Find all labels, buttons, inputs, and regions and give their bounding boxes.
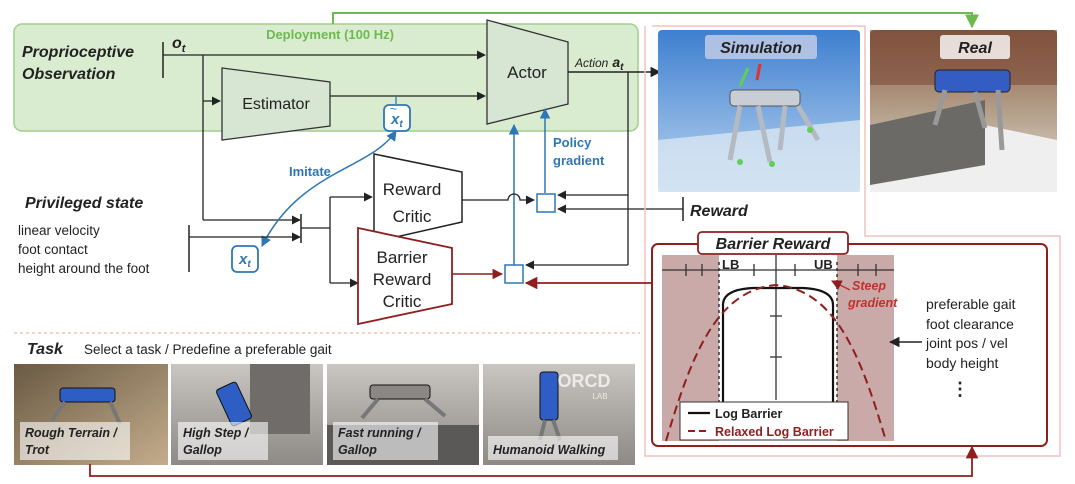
- task-to-barrier-arrow: [89, 445, 979, 477]
- barrier-critic-block: [357, 226, 453, 326]
- estimated-state-box: [383, 104, 411, 132]
- deployment-label: Deployment (100 Hz): [266, 27, 394, 42]
- policy-gradient-line2: gradient: [553, 153, 605, 168]
- deployment-to-real-arrow: [332, 12, 979, 29]
- task-title: Task: [27, 341, 64, 358]
- actor-block: [486, 19, 569, 125]
- reward-critic-line1: Reward: [383, 180, 442, 199]
- task-tile-rough-terrain[interactable]: [14, 364, 168, 465]
- observation-title-line2: Observation: [22, 66, 116, 83]
- tilde-mark: ~: [390, 102, 397, 116]
- true-state-symbol: xt: [238, 251, 251, 270]
- real-label: Real: [958, 40, 992, 57]
- imitate-arrow: [261, 130, 397, 247]
- real-label-bg: [940, 35, 1010, 59]
- task-tile-fast-running[interactable]: [327, 364, 479, 465]
- task-tile-humanoid-walking[interactable]: [483, 364, 635, 465]
- simulation-label-bg: [705, 35, 817, 59]
- policy-gradient-line1: Policy: [553, 135, 592, 150]
- task-tile-2-line1: Fast running /: [338, 426, 422, 440]
- task-tile-high-step[interactable]: [171, 364, 323, 465]
- estimated-state-symbol: xt: [390, 111, 403, 130]
- barrier-critic-line3: Critic: [383, 292, 422, 311]
- steep-gradient-line1: Steep: [852, 279, 886, 293]
- barrier-item-2: joint pos / vel: [925, 335, 1008, 351]
- legend-relaxed-label: Relaxed Log Barrier: [715, 425, 834, 439]
- reward-critic-out: [462, 193, 535, 205]
- barrier-item-0: preferable gait: [926, 296, 1016, 312]
- task-tile-1-line2: Gallop: [183, 443, 222, 457]
- observation-title-line1: Proprioceptive: [22, 44, 134, 61]
- lab-logo: ORCD: [558, 371, 611, 391]
- barrier-item-3: body height: [926, 355, 999, 371]
- task-tile-2-line2: Gallop: [338, 443, 377, 457]
- reward-sum-node: [536, 193, 556, 213]
- observation-symbol: ot: [172, 35, 187, 55]
- lab-logo-sub: LAB: [592, 392, 607, 401]
- barrier-critic-line1: Barrier: [376, 248, 427, 267]
- sim-real-frame: [644, 25, 1061, 457]
- real-image: [870, 30, 1057, 192]
- privileged-item-2: height around the foot: [18, 261, 150, 276]
- privileged-item-0: linear velocity: [18, 223, 100, 238]
- task-tile-3-line1: Humanoid Walking: [493, 443, 606, 457]
- task-subtitle: Select a task / Predefine a preferable g…: [84, 342, 332, 357]
- privileged-title: Privileged state: [25, 195, 143, 212]
- reward-label: Reward: [690, 203, 749, 220]
- barrier-critic-line2: Reward: [373, 270, 432, 289]
- steep-gradient-arrow: [831, 280, 851, 291]
- plot-legend: [679, 401, 849, 441]
- estimator-label: Estimator: [242, 96, 310, 113]
- task-tile-0-line1: Rough Terrain /: [25, 426, 118, 440]
- simulation-image: [658, 30, 860, 192]
- task-tile-1-line1: High Step /: [183, 426, 250, 440]
- reward-critic-line2: Critic: [393, 207, 432, 226]
- ub-label: UB: [814, 257, 833, 272]
- lb-label: LB: [722, 257, 739, 272]
- legend-log-label: Log Barrier: [715, 407, 783, 421]
- actor-label: Actor: [507, 63, 547, 82]
- steep-gradient-line2: gradient: [847, 296, 898, 310]
- simulation-label: Simulation: [720, 40, 802, 57]
- imitate-label: Imitate: [289, 164, 331, 179]
- barrier-item-1: foot clearance: [926, 316, 1014, 332]
- barrier-sum-node: [504, 264, 524, 284]
- estimator-block: [221, 67, 331, 141]
- barrier-reward-title: Barrier Reward: [716, 236, 832, 253]
- true-state-box: [231, 245, 259, 273]
- reward-critic-block: [373, 153, 463, 243]
- barrier-items-more: ⋮: [951, 379, 969, 399]
- task-tile-0-line2: Trot: [25, 443, 50, 457]
- barrier-reward-title-bg: [697, 231, 849, 255]
- privileged-item-1: foot contact: [18, 242, 88, 257]
